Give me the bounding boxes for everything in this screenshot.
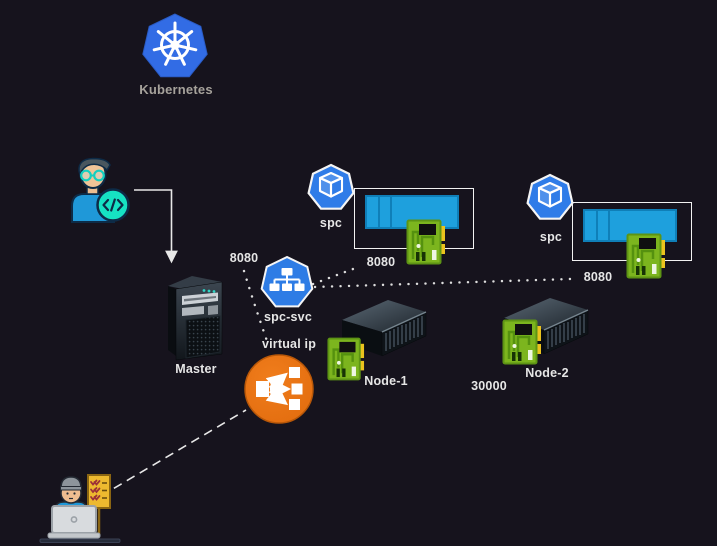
pod-2-port-label: 8080 xyxy=(583,270,613,284)
node-2-label: Node-2 xyxy=(525,366,569,380)
network-card-icon xyxy=(502,319,541,365)
master-node[interactable] xyxy=(160,268,230,362)
virtual-ip-label: virtual ip xyxy=(261,337,317,351)
master-label: Master xyxy=(175,362,217,376)
node-port-label: 30000 xyxy=(471,379,507,393)
service-spc-svc[interactable] xyxy=(259,255,316,311)
tower-server-icon xyxy=(168,276,223,361)
service-label: spc-svc xyxy=(264,310,312,324)
node-1-label: Node-1 xyxy=(364,374,408,388)
edge-master-virtualip xyxy=(242,269,269,343)
laptop-icon xyxy=(47,505,101,539)
master-port-label: 8080 xyxy=(229,251,259,265)
edge-developer-master xyxy=(134,189,178,264)
node-1-endpoint[interactable] xyxy=(327,336,365,382)
edge-service-pod2 xyxy=(313,277,572,289)
pod-cube-icon xyxy=(307,163,355,210)
edge-client-virtualip xyxy=(100,409,247,497)
pod-cube-icon xyxy=(526,173,574,220)
pod-2[interactable] xyxy=(526,173,574,223)
developer-avatar[interactable] xyxy=(66,156,132,224)
network-card-icon xyxy=(626,233,665,279)
virtual-ip-load-balancer[interactable] xyxy=(243,353,315,425)
pod-2-endpoint[interactable] xyxy=(626,232,666,280)
service-network-icon xyxy=(260,255,314,308)
client-user-laptop-icon xyxy=(39,474,121,543)
network-card-icon xyxy=(406,219,445,265)
pod-1-label: spc xyxy=(319,216,343,230)
kubernetes-helm-icon xyxy=(142,13,208,78)
rack-server-icon xyxy=(342,300,427,357)
developer-avatar-icon xyxy=(71,157,130,223)
pod-1[interactable] xyxy=(307,163,355,213)
kubernetes-label: Kubernetes xyxy=(139,82,213,97)
glasses-icon xyxy=(80,169,105,182)
node-2-endpoint[interactable] xyxy=(502,317,542,367)
checklist-icon xyxy=(87,474,111,536)
kubernetes-logo[interactable] xyxy=(139,13,211,81)
client-user[interactable] xyxy=(38,462,156,544)
network-card-icon xyxy=(327,337,365,381)
edge-service-pod1 xyxy=(311,267,355,286)
pod-2-label: spc xyxy=(539,230,563,244)
node-1[interactable] xyxy=(336,294,428,366)
pod-1-port-label: 8080 xyxy=(366,255,396,269)
pod-1-endpoint[interactable] xyxy=(406,219,446,265)
load-balancer-icon xyxy=(244,354,314,424)
code-badge-icon xyxy=(96,188,130,222)
